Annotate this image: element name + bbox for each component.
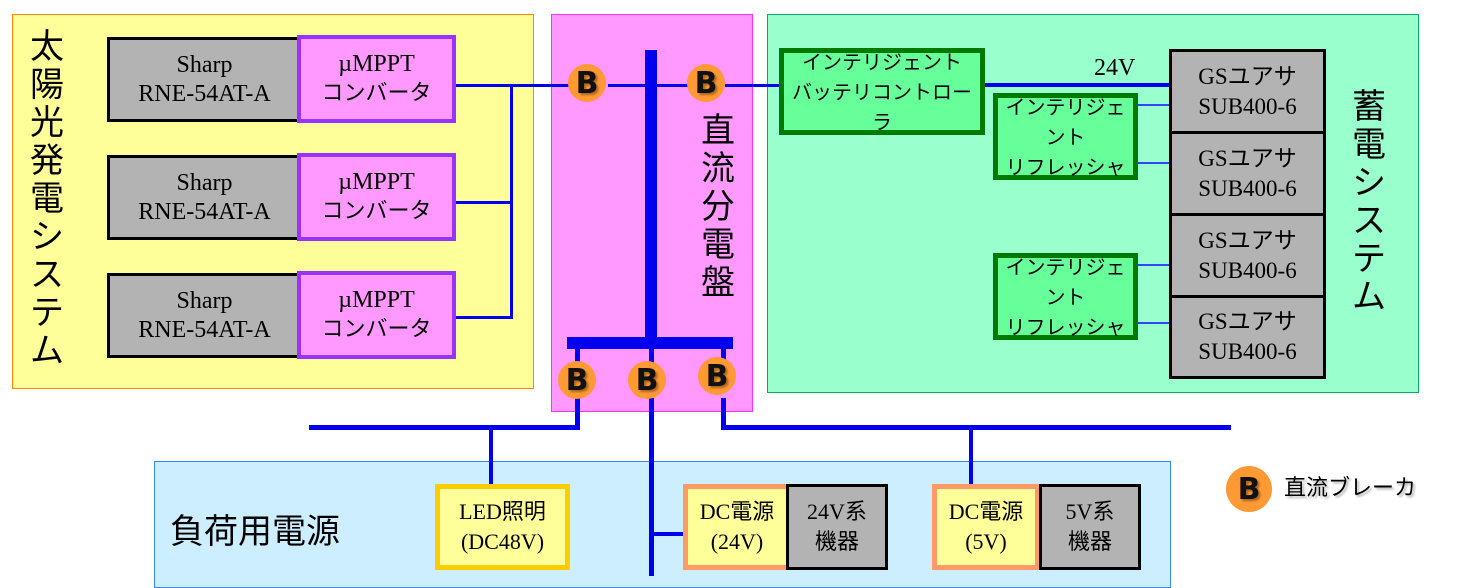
distribution-board-title: 直流分電盤 bbox=[701, 111, 735, 303]
wire-load-left-bus bbox=[309, 425, 580, 430]
wire-breaker-to-controller bbox=[725, 84, 781, 87]
mppt-converter-2[interactable]: µMPPT コンバータ bbox=[297, 153, 456, 241]
device-class: 24V系 bbox=[807, 499, 867, 524]
intelligent-refresher-1[interactable]: インテリジェント リフレッシャ bbox=[993, 93, 1138, 180]
panel-maker: Sharp bbox=[176, 51, 233, 78]
led-voltage: (DC48V) bbox=[460, 529, 545, 554]
panel-maker: Sharp bbox=[176, 287, 233, 314]
converter-name: µMPPT bbox=[338, 51, 415, 77]
wire-bus-to-breaker-3 bbox=[721, 345, 726, 363]
breaker-load-3[interactable]: B bbox=[698, 357, 736, 395]
battery-model: SUB400-6 bbox=[1198, 257, 1297, 283]
device-label: 機器 bbox=[814, 529, 859, 554]
load-power-title: 負荷用電源 bbox=[170, 512, 340, 552]
breaker-load-1[interactable]: B bbox=[558, 361, 596, 399]
breaker-letter: B bbox=[694, 65, 718, 101]
refresher-line2: リフレッシャ bbox=[1005, 154, 1126, 179]
dc-main-bus-horizontal bbox=[567, 337, 733, 349]
led-name: LED照明 bbox=[459, 499, 546, 524]
converter-type: コンバータ bbox=[321, 81, 432, 106]
wire-led-drop bbox=[489, 425, 493, 485]
controller-line1: インテリジェント bbox=[802, 49, 962, 74]
battery-maker: GSユアサ bbox=[1198, 145, 1297, 171]
legend-label: 直流ブレーカ bbox=[1284, 476, 1417, 501]
wire-converter-1 bbox=[455, 84, 513, 87]
wire-bus-to-breaker-2 bbox=[649, 345, 654, 363]
breaker-letter: B bbox=[575, 65, 599, 101]
psu-voltage: (24V) bbox=[710, 529, 764, 554]
wire-solar-combiner bbox=[510, 84, 513, 319]
breaker-letter: B bbox=[565, 362, 589, 398]
wire-load-right-bus bbox=[721, 425, 1231, 430]
wire-refresher-1-bottom bbox=[1129, 162, 1171, 164]
storage-system-title: 蓄電システム bbox=[1352, 87, 1386, 317]
solar-system-title: 太陽光発電システム bbox=[30, 27, 64, 371]
controller-line2: バッテリコントローラ bbox=[792, 79, 972, 134]
battery-4[interactable]: GSユアサ SUB400-6 bbox=[1169, 295, 1326, 379]
refresher-line1: インテリジェント bbox=[1005, 254, 1126, 309]
converter-type: コンバータ bbox=[321, 199, 432, 224]
wire-psu24-feed bbox=[649, 532, 685, 536]
battery-2[interactable]: GSユアサ SUB400-6 bbox=[1169, 131, 1326, 216]
wire-converter-3 bbox=[455, 316, 513, 319]
battery-model: SUB400-6 bbox=[1198, 339, 1297, 364]
breaker-storage[interactable]: B bbox=[687, 64, 725, 102]
led-lighting[interactable]: LED照明 (DC48V) bbox=[435, 484, 570, 570]
wire-psu5-drop bbox=[969, 425, 973, 485]
panel-model: RNE-54AT-A bbox=[138, 198, 271, 225]
wire-breaker-1-down bbox=[575, 398, 580, 430]
dc-power-supply-24v[interactable]: DC電源 (24V) bbox=[683, 484, 791, 570]
wire-converter-2 bbox=[455, 201, 513, 204]
battery-3[interactable]: GSユアサ SUB400-6 bbox=[1169, 213, 1326, 298]
battery-1[interactable]: GSユアサ SUB400-6 bbox=[1169, 49, 1326, 134]
panel-model: RNE-54AT-A bbox=[138, 80, 271, 107]
intelligent-battery-controller[interactable]: インテリジェント バッテリコントローラ bbox=[779, 48, 985, 135]
refresher-line2: リフレッシャ bbox=[1005, 314, 1126, 339]
battery-model: SUB400-6 bbox=[1198, 93, 1297, 119]
device-class: 5V系 bbox=[1065, 499, 1115, 524]
battery-model: SUB400-6 bbox=[1198, 175, 1297, 201]
battery-maker: GSユアサ bbox=[1198, 227, 1297, 253]
device-label: 機器 bbox=[1067, 529, 1112, 554]
mppt-converter-1[interactable]: µMPPT コンバータ bbox=[297, 35, 456, 123]
legend-breaker-icon: B bbox=[1226, 466, 1272, 512]
panel-model: RNE-54AT-A bbox=[138, 316, 271, 343]
bus-voltage-label: 24V bbox=[1094, 55, 1136, 81]
device-5v[interactable]: 5V系 機器 bbox=[1039, 484, 1141, 570]
breaker-solar-input[interactable]: B bbox=[568, 64, 606, 102]
mppt-converter-3[interactable]: µMPPT コンバータ bbox=[297, 271, 456, 359]
wire-breaker-3-down bbox=[721, 398, 726, 430]
battery-maker: GSユアサ bbox=[1198, 309, 1297, 334]
panel-maker: Sharp bbox=[176, 169, 233, 196]
solar-panel-3[interactable]: Sharp RNE-54AT-A bbox=[107, 273, 302, 358]
psu-name: DC電源 bbox=[948, 499, 1024, 524]
battery-maker: GSユアサ bbox=[1198, 63, 1297, 89]
breaker-letter: B bbox=[635, 362, 659, 398]
converter-name: µMPPT bbox=[338, 287, 415, 313]
wire-controller-to-battery bbox=[983, 83, 1173, 87]
refresher-line1: インテリジェント bbox=[1005, 94, 1126, 149]
wire-refresher-2-bottom bbox=[1129, 322, 1171, 324]
wire-refresher-2-top bbox=[1129, 264, 1171, 266]
dc-main-bus-vertical bbox=[645, 50, 657, 342]
psu-voltage: (5V) bbox=[965, 529, 1007, 554]
converter-type: コンバータ bbox=[321, 317, 432, 342]
wire-bus-to-breaker-1 bbox=[575, 345, 580, 363]
dc-power-supply-5v[interactable]: DC電源 (5V) bbox=[932, 484, 1040, 570]
converter-name: µMPPT bbox=[338, 169, 415, 195]
breaker-letter: B bbox=[705, 358, 729, 394]
intelligent-refresher-2[interactable]: インテリジェント リフレッシャ bbox=[993, 253, 1138, 340]
wire-solar-to-breaker bbox=[510, 84, 572, 87]
breaker-load-2[interactable]: B bbox=[628, 361, 666, 399]
legend-breaker-letter: B bbox=[1237, 471, 1261, 507]
wire-breaker-2-down bbox=[649, 398, 654, 576]
psu-name: DC電源 bbox=[699, 499, 775, 524]
device-24v[interactable]: 24V系 機器 bbox=[786, 484, 888, 570]
wire-refresher-1-top bbox=[1129, 104, 1171, 106]
solar-panel-2[interactable]: Sharp RNE-54AT-A bbox=[107, 155, 302, 240]
solar-panel-1[interactable]: Sharp RNE-54AT-A bbox=[107, 37, 302, 122]
